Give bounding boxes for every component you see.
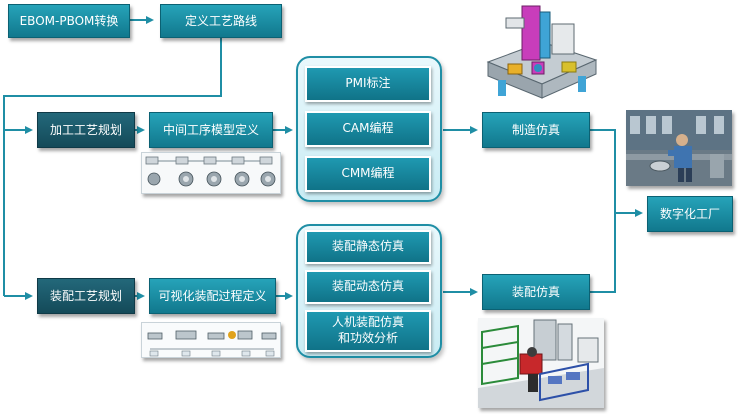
visual-assembly-label: 可视化装配过程定义 — [158, 288, 267, 303]
ergonomic-sim-label: 人机装配仿真 和功效分析 — [331, 315, 404, 345]
factory-worker-icon — [626, 110, 732, 186]
cmm-node: CMM编程 — [305, 156, 431, 192]
ebom-pbom-label: EBOM-PBOM转换 — [19, 13, 119, 28]
assembly-plan-node: 装配工艺规划 — [37, 278, 135, 314]
machining-plan-node: 加工工艺规划 — [37, 112, 135, 148]
assembly-line-icon — [478, 318, 604, 408]
ergonomic-sim-node: 人机装配仿真 和功效分析 — [305, 310, 431, 352]
manufacturing-sim-node: 制造仿真 — [482, 112, 590, 148]
digital-factory-node: 数字化工厂 — [647, 196, 733, 232]
dynamic-assembly-sim-node: 装配动态仿真 — [305, 270, 431, 304]
static-assembly-sim-label: 装配静态仿真 — [331, 239, 404, 254]
static-assembly-sim-node: 装配静态仿真 — [305, 230, 431, 264]
cmm-label: CMM编程 — [341, 166, 395, 181]
intermediate-model-label: 中间工序模型定义 — [162, 122, 259, 137]
assembly-process-strip — [141, 322, 281, 358]
machining-plan-label: 加工工艺规划 — [49, 122, 122, 137]
machine-tool-icon — [486, 5, 598, 99]
assembly-sim-label: 装配仿真 — [511, 284, 560, 299]
assembly-plan-label: 装配工艺规划 — [49, 288, 122, 303]
pmi-node: PMI标注 — [305, 66, 431, 102]
digital-factory-label: 数字化工厂 — [659, 206, 720, 221]
cam-node: CAM编程 — [305, 111, 431, 147]
intermediate-model-node: 中间工序模型定义 — [149, 112, 273, 148]
process-model-strip — [141, 152, 281, 194]
assembly-process-strip-icon — [142, 323, 280, 357]
assembly-sim-node: 装配仿真 — [482, 274, 590, 310]
visual-assembly-node: 可视化装配过程定义 — [149, 278, 276, 314]
process-model-strip-icon — [142, 153, 280, 193]
cam-label: CAM编程 — [342, 121, 394, 136]
factory-worker-illustration — [626, 110, 732, 186]
pmi-label: PMI标注 — [345, 76, 391, 91]
route-definition-node: 定义工艺路线 — [160, 4, 282, 38]
machine-tool-illustration — [478, 2, 602, 104]
assembly-line-illustration — [478, 318, 604, 408]
dynamic-assembly-sim-label: 装配动态仿真 — [331, 279, 404, 294]
manufacturing-sim-label: 制造仿真 — [511, 122, 560, 137]
route-definition-label: 定义工艺路线 — [184, 13, 257, 28]
ebom-pbom-node: EBOM-PBOM转换 — [8, 4, 130, 38]
